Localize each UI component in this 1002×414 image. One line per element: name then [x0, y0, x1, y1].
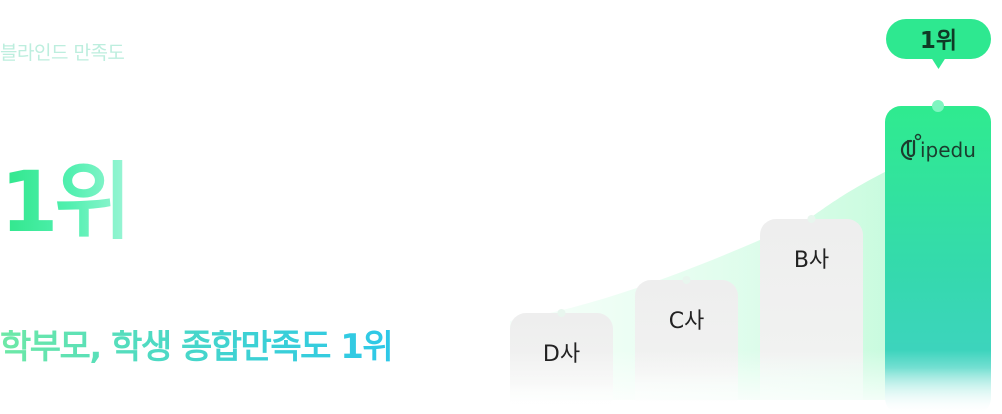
bar-label: C사 — [669, 309, 705, 334]
bar-label: B사 — [794, 248, 829, 273]
jipedu-logo-icon — [900, 133, 922, 161]
trend-area — [510, 124, 991, 400]
bar-marker — [557, 309, 566, 317]
eyebrow-label: 블라인드 만족도 — [0, 42, 125, 64]
rank-badge: 1위 — [886, 19, 991, 69]
rank-headline: 1위 — [0, 153, 132, 251]
subtitle: 학부모, 학생 종합만족도 1위 — [0, 327, 394, 367]
bar-marker — [682, 276, 691, 284]
bar-jipedu — [885, 106, 991, 414]
rank-badge-label: 1위 — [920, 28, 957, 54]
bar-marker — [932, 100, 944, 112]
bar-marker — [807, 215, 816, 223]
bar-label: D사 — [543, 342, 580, 367]
bar-label: ipedu — [920, 138, 976, 162]
